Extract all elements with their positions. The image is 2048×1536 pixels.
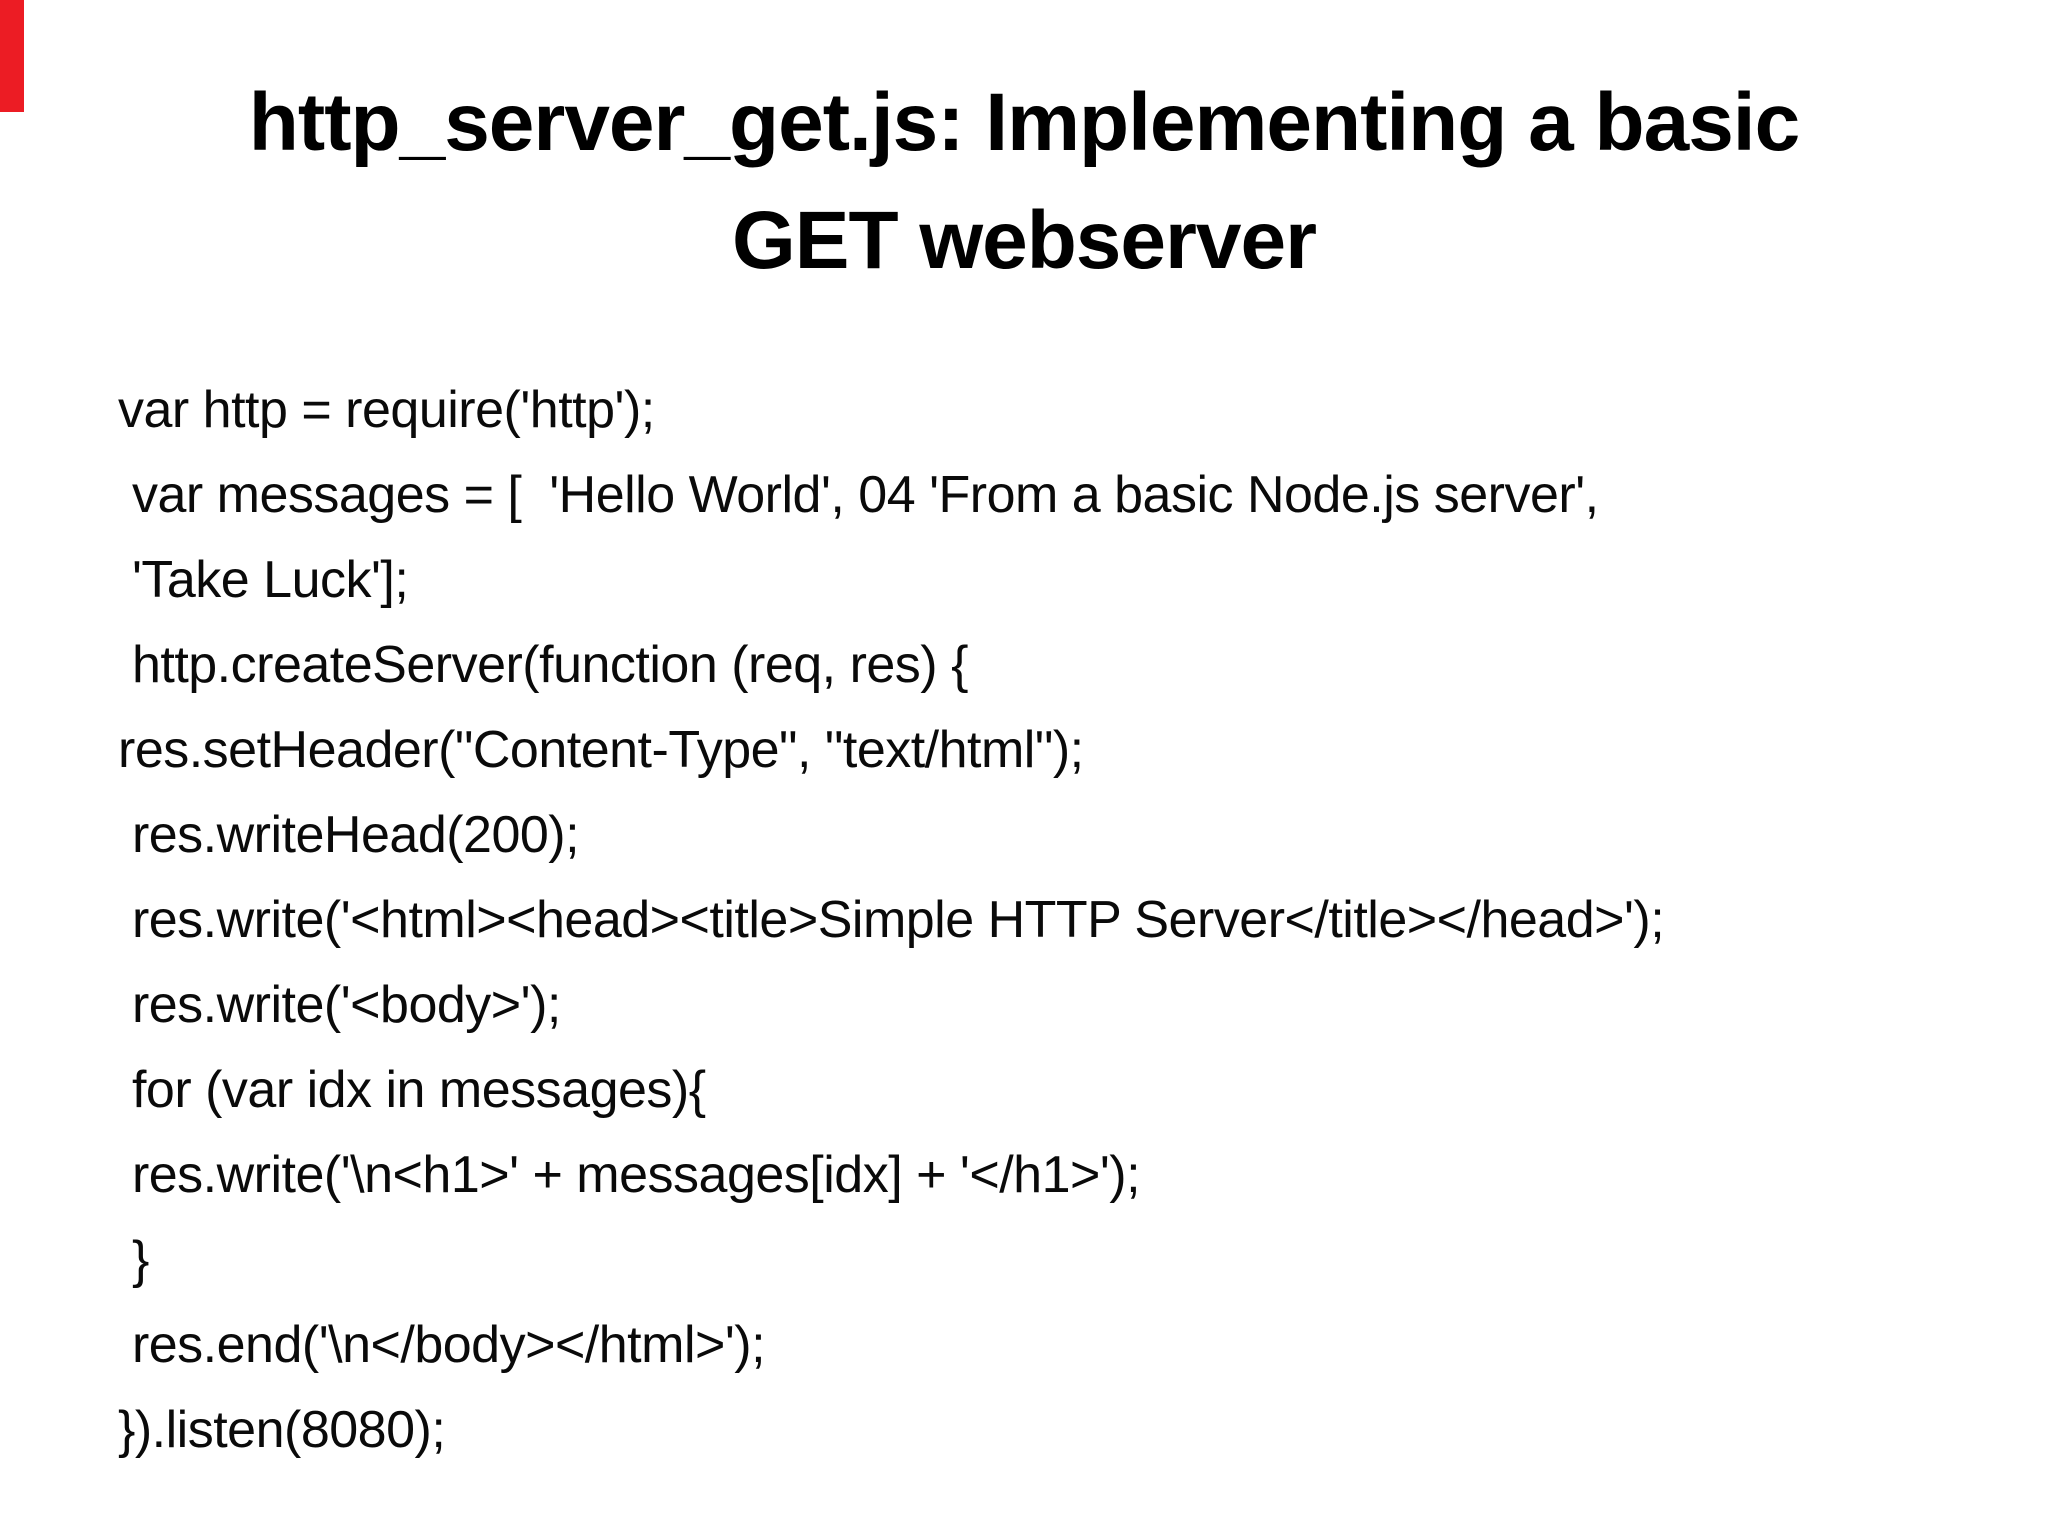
red-accent-bar	[0, 0, 24, 112]
code-line: }).listen(8080);	[118, 1401, 446, 1459]
code-line: http.createServer(function (req, res) {	[118, 636, 969, 694]
code-line: res.write('<body>');	[118, 976, 561, 1034]
code-line: }	[118, 1231, 149, 1289]
code-line: var messages = [ 'Hello World', 04 'From…	[118, 466, 1599, 524]
code-line: res.writeHead(200);	[118, 806, 580, 864]
code-line: res.setHeader("Content-Type", "text/html…	[118, 721, 1084, 779]
page-title-line2: GET webserver	[731, 195, 1317, 286]
page-title-line1: http_server_get.js: Implementing a basic	[248, 77, 1800, 168]
page-title: http_server_get.js: Implementing a basic…	[164, 64, 1884, 300]
code-line: var http = require('http');	[118, 381, 655, 439]
code-line: 'Take Luck'];	[118, 551, 409, 609]
code-line: res.write('\n<h1>' + messages[idx] + '</…	[118, 1146, 1141, 1204]
code-line: res.write('<html><head><title>Simple HTT…	[118, 891, 1665, 949]
code-line: res.end('\n</body></html>');	[118, 1316, 766, 1374]
code-line: for (var idx in messages){	[118, 1061, 706, 1119]
code-block: var http = require('http'); var messages…	[118, 368, 2048, 1473]
